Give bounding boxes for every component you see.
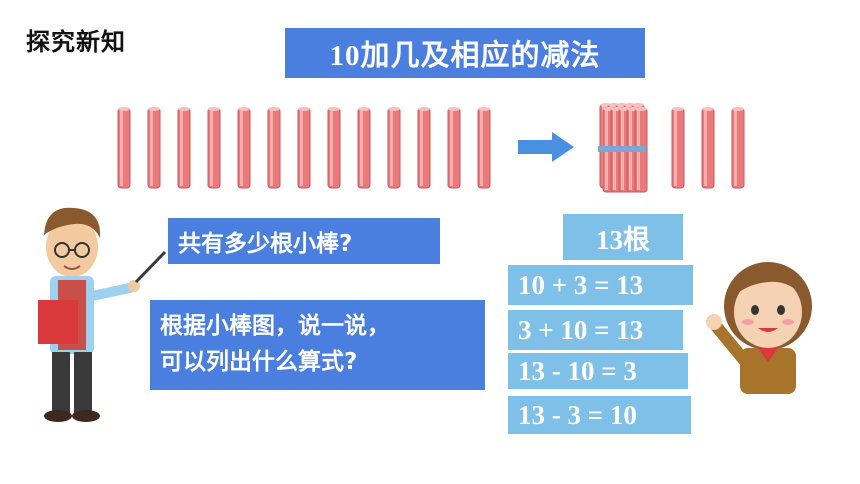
answer-bubble-count: 13根 (563, 214, 683, 260)
stick (117, 107, 131, 189)
bundle-stick (634, 107, 648, 193)
stick (327, 107, 341, 189)
lesson-title: 10加几及相应的减法 (285, 28, 645, 78)
stick (237, 107, 251, 189)
section-title: 探究新知 (26, 28, 126, 56)
girl-figure (706, 262, 812, 394)
equation-1: 10 + 3 = 13 (508, 265, 693, 305)
stick-bundle-icon (598, 103, 648, 193)
stick (701, 107, 715, 189)
question-line-1: 根据小棒图，说一说， (160, 313, 390, 339)
bundle-stick (602, 107, 616, 193)
bundle-stick (610, 107, 624, 193)
stick (417, 107, 431, 189)
stick (731, 107, 745, 189)
question-bubble-equations: 根据小棒图，说一说， 可以列出什么算式? (150, 300, 485, 390)
stick (387, 107, 401, 189)
teacher-figure (38, 207, 167, 422)
stick (147, 107, 161, 189)
bundle-stick (615, 103, 629, 189)
bundle-stick (626, 107, 640, 193)
stick (207, 107, 221, 189)
stick (267, 107, 281, 189)
remaining-sticks-group (671, 107, 745, 189)
question-line-2: 可以列出什么算式? (160, 349, 358, 375)
stick (671, 107, 685, 189)
stick (477, 107, 491, 189)
loose-sticks-group (117, 107, 491, 189)
bundle-stick (599, 103, 613, 189)
equation-3: 13 - 10 = 3 (508, 353, 688, 389)
equation-4: 13 - 3 = 10 (508, 396, 691, 434)
bundle-stick (607, 103, 621, 189)
stick (297, 107, 311, 189)
stick (447, 107, 461, 189)
question-bubble-total: 共有多少根小棒? (168, 218, 440, 264)
arrow-right-icon (518, 132, 574, 162)
bundle-band (598, 146, 646, 152)
bundle-stick (631, 103, 645, 189)
equation-2: 3 + 10 = 13 (508, 310, 683, 350)
bundle-stick (618, 107, 632, 193)
bundle-stick (623, 103, 637, 189)
stick (177, 107, 191, 189)
stick (357, 107, 371, 189)
